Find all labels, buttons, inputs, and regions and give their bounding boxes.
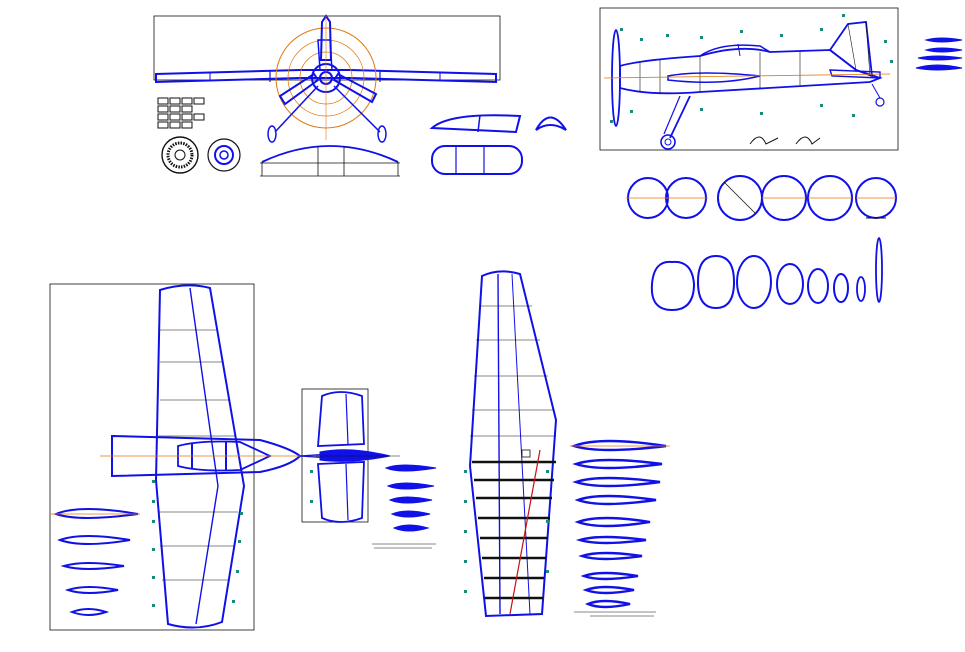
wing-airfoils-stack — [570, 439, 670, 617]
top-view — [49, 283, 380, 631]
front-view — [153, 14, 501, 143]
fuselage-sections-round — [626, 175, 897, 221]
cowling-profile — [260, 145, 400, 177]
dimension-markers — [152, 14, 893, 607]
engine-radial-disk — [161, 136, 199, 174]
fuselage-sections-oval — [650, 237, 883, 312]
tail-top-view — [301, 388, 400, 523]
tail-airfoils — [372, 464, 437, 549]
wing-airfoils-left — [50, 508, 140, 616]
engine-cowl-disk — [207, 138, 241, 172]
wing-plan-view — [468, 270, 558, 618]
side-view — [599, 7, 899, 151]
engine-parts — [157, 97, 241, 174]
canopy-parts — [429, 114, 567, 175]
stab-airfoils-right — [915, 37, 963, 71]
cylinder-grid — [157, 97, 205, 129]
